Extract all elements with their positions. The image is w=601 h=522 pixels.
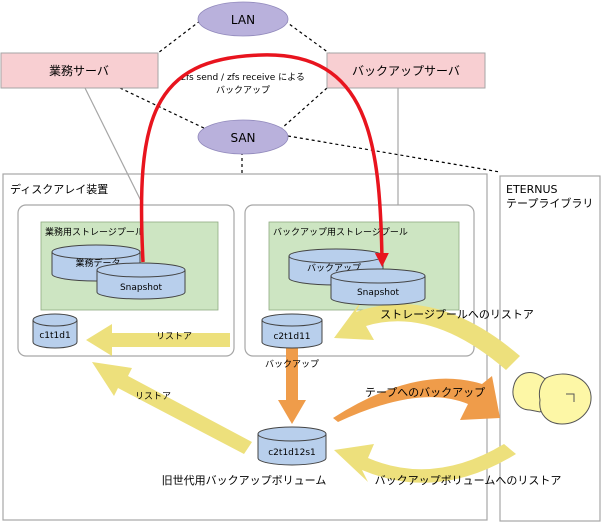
- backup-server: [326, 52, 486, 89]
- backup-to-tape-arrow: [333, 376, 500, 422]
- business-server: [0, 52, 159, 89]
- san-ellipse: [197, 119, 289, 155]
- zfs-label-2: バックアップ: [216, 85, 270, 96]
- backup-disk-label: バックアップ: [307, 263, 361, 274]
- restore-arrow-pool: [86, 324, 230, 356]
- lan-ellipse: [197, 1, 289, 37]
- business-pool-label: 業務用ストレージプール: [45, 226, 144, 238]
- disk-snapshot-backup: [330, 268, 426, 306]
- snapshot-backup-label: Snapshot: [357, 288, 400, 298]
- c2t1d12s1-label: c2t1d12s1: [268, 448, 316, 458]
- disk-c1t1d1: [32, 313, 78, 349]
- snapshot-business-label: Snapshot: [120, 283, 163, 293]
- lan-label: LAN: [231, 13, 255, 27]
- restore-to-pool-label: ストレージプールへのリストア: [380, 308, 534, 321]
- restore-label-1: リストア: [156, 332, 192, 342]
- disk-c2t1d12s1: [257, 426, 327, 466]
- restore-to-pool-arrow: [334, 300, 520, 370]
- backup-server-label: バックアップサーバ: [352, 64, 460, 78]
- eternus-label-1: ETERNUS: [506, 183, 558, 196]
- disk-array-label: ディスクアレイ装置: [10, 182, 108, 196]
- tape-cartridge-icon: [512, 372, 592, 425]
- disk-snapshot-business: [96, 262, 186, 300]
- restore-to-backup-volume-arrow: [334, 444, 516, 483]
- eternus-label-2: テープライブラリ: [506, 196, 593, 210]
- san-label: SAN: [230, 131, 255, 145]
- zfs-send-receive-arrow: [139, 53, 389, 267]
- backup-label: バックアップ: [265, 359, 319, 370]
- backup-to-tape-label: テープへのバックアップ: [365, 386, 485, 399]
- network-links: [119, 20, 501, 174]
- old-gen-volume-label: 旧世代用バックアップボリューム: [162, 474, 327, 487]
- c2t1d11-label: c2t1d11: [273, 332, 310, 342]
- eternus-box: [499, 175, 601, 522]
- business-server-link: [84, 87, 144, 206]
- zfs-label-1: zfs send / zfs receive による: [181, 72, 305, 83]
- restore-to-backup-volume-label: バックアップボリュームへのリストア: [375, 474, 562, 487]
- backup-arrow-vertical: [278, 348, 306, 424]
- disk-c2t1d11: [261, 313, 323, 349]
- restore-label-2: リストア: [135, 392, 171, 402]
- c1t1d1-label: c1t1d1: [39, 331, 70, 341]
- restore-arrow-diagonal: [92, 362, 252, 454]
- business-server-label: 業務サーバ: [49, 64, 109, 78]
- backup-pool-label: バックアップ用ストレージプール: [273, 227, 408, 238]
